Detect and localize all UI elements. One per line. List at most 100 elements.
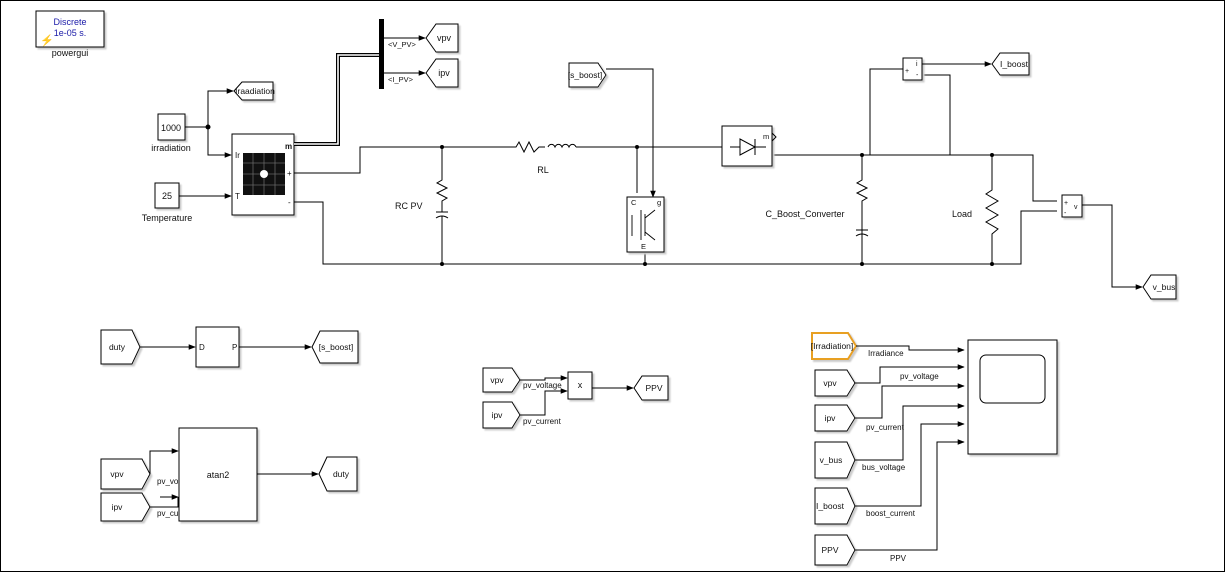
- rc-pv-label: RC PV: [395, 201, 423, 211]
- rl-label: RL: [537, 165, 549, 175]
- from-ppv-scope-label: PPV: [821, 545, 838, 555]
- voltage-sensor-out: v: [1074, 204, 1078, 211]
- goto-irradiation[interactable]: Iraadiation: [233, 81, 275, 101]
- pwm-in-port: D: [199, 343, 205, 352]
- from-s-boost-label: [s_boost]: [568, 70, 603, 80]
- goto-ipv-label: ipv: [438, 68, 450, 78]
- from-vbus-scope-label: v_bus: [820, 455, 843, 465]
- igbt-switch[interactable]: C g E: [626, 196, 665, 253]
- product-symbol: x: [578, 380, 583, 390]
- power-circuit-wires: [294, 68, 1057, 265]
- powergui-icon: ⚡: [40, 34, 54, 47]
- scope-sig-5: boost_current: [866, 509, 916, 518]
- bus-out-ipv: <I_PV>: [388, 75, 414, 84]
- from-vpv-scope[interactable]: vpv: [814, 369, 856, 397]
- scope-screen-icon: [979, 354, 1046, 404]
- vbus-wire: [1082, 204, 1143, 290]
- current-sensor-plus: +: [905, 68, 909, 75]
- igbt-e: E: [641, 242, 646, 251]
- scope-block[interactable]: [967, 339, 1058, 455]
- goto-ppv-label: PPV: [645, 383, 662, 393]
- from-ipv-product-label: ipv: [492, 410, 504, 420]
- product-block[interactable]: x: [567, 371, 593, 400]
- scope-sig-2: pv_voltage: [900, 372, 939, 381]
- product-sig-voltage: pv_voltage: [523, 381, 562, 390]
- bus-selector[interactable]: [379, 19, 384, 89]
- goto-s-boost[interactable]: [s_boost]: [311, 330, 359, 364]
- product-sig-current: pv_current: [523, 417, 562, 426]
- goto-ipv[interactable]: ipv: [425, 58, 459, 88]
- goto-irradiation-label: Iraadiation: [235, 86, 275, 96]
- from-ipv-scope-label: ipv: [825, 413, 837, 423]
- bus-out-vpv: <V_PV>: [388, 40, 417, 49]
- scope-sig-6: PPV: [890, 554, 907, 563]
- from-vpv-atan[interactable]: vpv: [100, 458, 151, 490]
- scope-sig-3: pv_current: [866, 423, 905, 432]
- atan2-label: atan2: [207, 470, 230, 480]
- scope-sig-4: bus_voltage: [862, 463, 906, 472]
- from-vpv-product[interactable]: vpv: [482, 367, 521, 393]
- from-vbus-scope[interactable]: v_bus: [814, 441, 856, 479]
- temperature-label: Temperature: [142, 213, 193, 223]
- goto-ppv[interactable]: PPV: [633, 375, 669, 401]
- rl-branch[interactable]: [508, 140, 578, 154]
- c-boost-branch[interactable]: [855, 175, 869, 250]
- pv-port-ir: Ir: [235, 151, 240, 160]
- temperature-constant[interactable]: 25: [154, 182, 180, 209]
- goto-s-boost-label: [s_boost]: [319, 342, 354, 352]
- pv-measurement-bus: [294, 53, 379, 146]
- from-ipv-scope[interactable]: ipv: [814, 404, 856, 432]
- source-wires: [179, 88, 234, 199]
- from-ppv-scope[interactable]: PPV: [814, 534, 856, 566]
- atan2-block[interactable]: atan2: [178, 427, 258, 522]
- pv-port-minus: -: [288, 198, 291, 207]
- from-duty-pwm-label: duty: [109, 342, 126, 352]
- goto-duty[interactable]: duty: [318, 456, 358, 492]
- voltage-sensor-plus: +: [1064, 200, 1068, 207]
- temperature-value: 25: [162, 191, 172, 201]
- from-s-boost[interactable]: [s_boost]: [568, 62, 607, 88]
- from-ipv-atan-label: ipv: [112, 502, 124, 512]
- product-input-wires: [520, 375, 568, 416]
- pwm-generator[interactable]: D P: [195, 326, 240, 368]
- from-ipv-atan[interactable]: ipv: [100, 492, 151, 522]
- c-boost-label: C_Boost_Converter: [765, 209, 844, 219]
- diode-m: m: [763, 132, 769, 141]
- pwm-out-port: P: [232, 343, 237, 352]
- from-iboost-scope-label: I_boost: [816, 501, 845, 511]
- current-sensor-minus: -: [916, 72, 919, 79]
- pv-array-block[interactable]: Ir T m + -: [231, 133, 295, 216]
- from-ipv-product[interactable]: ipv: [482, 401, 521, 429]
- diode-block[interactable]: m: [721, 125, 777, 167]
- goto-i-boost[interactable]: I_boost: [991, 52, 1030, 76]
- current-sensor[interactable]: + i -: [902, 57, 923, 81]
- current-sensor-out: i: [916, 61, 918, 68]
- atan-input-wires: [149, 448, 179, 508]
- pv-port-t: T: [235, 192, 240, 201]
- from-vpv-scope-label: vpv: [823, 378, 837, 388]
- goto-duty-label: duty: [333, 469, 350, 479]
- from-irradiation-scope-label: [Irradiation]: [811, 341, 854, 351]
- from-vpv-product-label: vpv: [490, 375, 504, 385]
- circuit-junctions: [440, 145, 994, 266]
- voltage-sensor[interactable]: + - v: [1061, 194, 1083, 218]
- from-iboost-scope[interactable]: I_boost: [814, 487, 856, 525]
- rc-pv-branch[interactable]: [435, 175, 449, 222]
- goto-i-boost-label: I_boost: [1000, 59, 1029, 69]
- from-irradiation-scope[interactable]: [Irradiation]: [811, 332, 858, 360]
- scope-sig-1: Irradiance: [868, 349, 904, 358]
- irradiation-value: 1000: [161, 123, 181, 133]
- powergui-line2: 1e-05 s.: [54, 28, 87, 38]
- load-resistor[interactable]: [985, 180, 999, 244]
- scope-input-wires: [855, 345, 965, 551]
- goto-v-bus-label: v_bus: [1153, 282, 1176, 292]
- powergui-block[interactable]: Discrete 1e-05 s. ⚡: [35, 10, 105, 48]
- irradiation-constant[interactable]: 1000: [157, 113, 186, 141]
- goto-vpv-label: vpv: [437, 33, 452, 43]
- irradiation-label: irradiation: [151, 143, 191, 153]
- s-boost-wire: [606, 68, 656, 198]
- atan-sig-current: pv_current: [157, 509, 196, 518]
- goto-v-bus[interactable]: v_bus: [1142, 274, 1177, 300]
- from-duty-pwm[interactable]: duty: [100, 329, 141, 365]
- goto-vpv[interactable]: vpv: [425, 23, 459, 53]
